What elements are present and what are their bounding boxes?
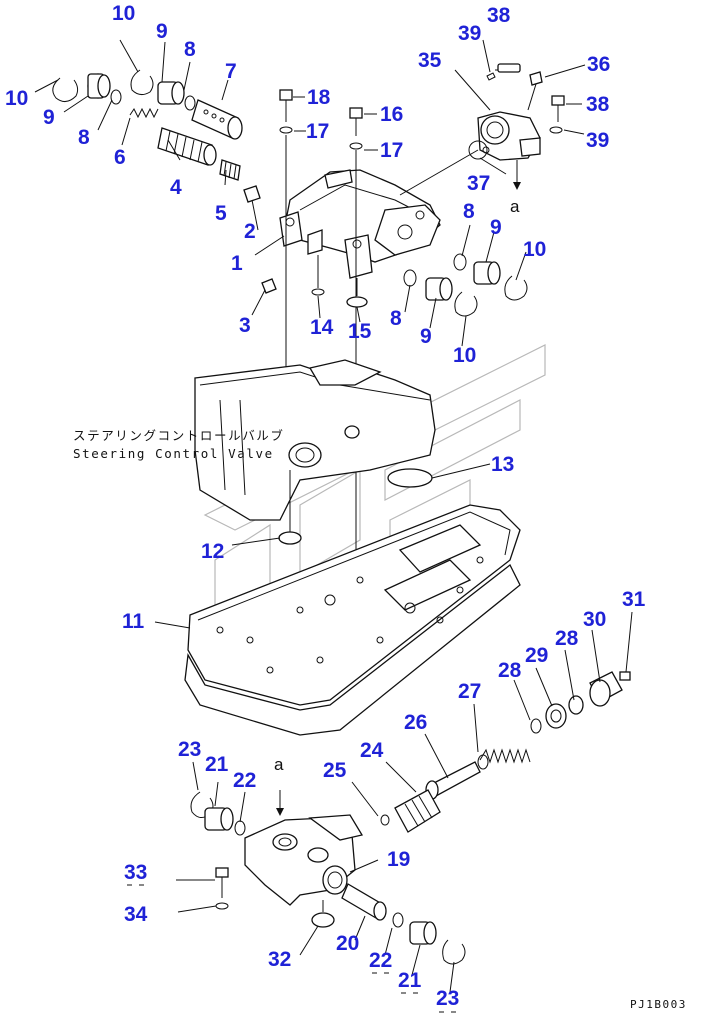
callout-10: 10 — [5, 87, 28, 110]
callout-22: 22 — [233, 769, 256, 792]
callout-17: 17 — [306, 120, 329, 143]
reference-arrow-label-top: a — [510, 197, 520, 216]
callout-1: 1 — [231, 252, 243, 275]
leader-lines — [34, 39, 633, 993]
callout-9: 9 — [420, 325, 432, 348]
callout-10: 10 — [523, 238, 546, 261]
callout-19: 19 — [387, 848, 410, 871]
callout-39: 39 — [458, 22, 481, 45]
mounting-plate — [184, 504, 521, 736]
callout-8: 8 — [463, 200, 475, 223]
callout-9: 9 — [490, 216, 502, 239]
callout-33: 33 — [124, 861, 147, 884]
callout-21: 21 — [398, 969, 422, 992]
cover-assembly-upper-right — [399, 63, 565, 196]
callout-27: 27 — [458, 680, 481, 703]
callout-11: 11 — [122, 610, 145, 633]
callout-18: 18 — [307, 86, 331, 109]
callout-34: 34 — [124, 903, 148, 926]
spool-group-upper — [52, 69, 261, 203]
callout-15: 15 — [348, 320, 372, 343]
callout-35: 35 — [418, 49, 442, 72]
callout-3: 3 — [239, 314, 251, 337]
callout-8: 8 — [78, 126, 90, 149]
callout-10: 10 — [453, 344, 476, 367]
callout-8: 8 — [390, 307, 402, 330]
callout-32: 32 — [268, 948, 291, 971]
callout-23: 23 — [436, 987, 459, 1010]
callout-23: 23 — [178, 738, 201, 761]
callout-36: 36 — [587, 53, 610, 76]
figure-code: PJ1B003 — [630, 998, 687, 1011]
callout-9: 9 — [156, 20, 168, 43]
callout-21: 21 — [205, 753, 229, 776]
caption-japanese: ステアリングコントロールバルブ — [73, 428, 285, 443]
callout-29: 29 — [525, 644, 548, 667]
callout-8: 8 — [184, 38, 196, 61]
callout-10: 10 — [112, 2, 135, 25]
callout-12: 12 — [201, 540, 224, 563]
callout-4: 4 — [170, 176, 182, 199]
reference-arrow-label-bottom: a — [274, 755, 284, 774]
callout-14: 14 — [310, 316, 334, 339]
callout-underscores — [127, 884, 456, 1013]
orings-lower-body — [261, 255, 368, 308]
callout-28: 28 — [555, 627, 579, 650]
callout-9: 9 — [43, 106, 55, 129]
callout-31: 31 — [622, 588, 646, 611]
callout-13: 13 — [491, 453, 514, 476]
valve-housing-middle — [194, 359, 436, 521]
callout-16: 16 — [380, 103, 403, 126]
callout-38: 38 — [487, 4, 511, 27]
callout-28: 28 — [498, 659, 522, 682]
valve-body-upper — [279, 169, 441, 279]
callout-39: 39 — [586, 129, 609, 152]
callout-26: 26 — [404, 711, 427, 734]
callout-37: 37 — [467, 172, 490, 195]
callout-22: 22 — [369, 949, 392, 972]
callout-30: 30 — [583, 608, 606, 631]
callout-20: 20 — [336, 932, 359, 955]
callout-38: 38 — [586, 93, 610, 116]
caption-english: Steering Control Valve — [73, 446, 274, 461]
plugs-right-side — [403, 253, 528, 317]
callout-labels: 10 10 9 8 9 7 8 6 4 5 2 1 3 18 17 16 17 … — [5, 2, 646, 1010]
orings-middle — [278, 468, 433, 545]
callout-24: 24 — [360, 739, 384, 762]
callout-17: 17 — [380, 139, 403, 162]
callout-2: 2 — [244, 220, 256, 243]
callout-6: 6 — [114, 146, 126, 169]
relief-valve-stack — [380, 671, 631, 833]
lower-valve-block — [190, 790, 466, 965]
callout-25: 25 — [323, 759, 347, 782]
callout-5: 5 — [215, 202, 227, 225]
callout-7: 7 — [225, 60, 237, 83]
